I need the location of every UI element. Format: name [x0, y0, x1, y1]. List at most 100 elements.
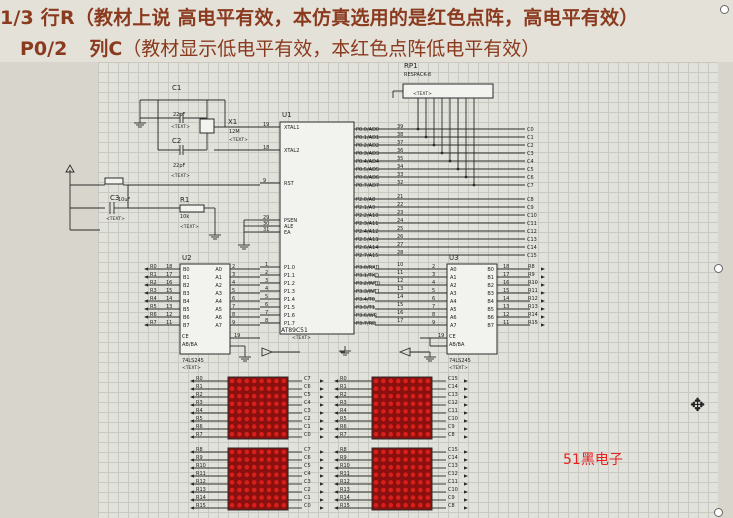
- matrix-col-label: C7: [304, 376, 311, 382]
- u3-pin-name: B5: [487, 307, 494, 313]
- resize-handle-bottom[interactable]: [714, 508, 723, 517]
- u2-pin-name: B6: [183, 315, 190, 321]
- resize-handle-right[interactable]: [714, 264, 723, 273]
- u2-pin-name: B3: [183, 291, 190, 297]
- net-label-p0: C3: [527, 151, 534, 157]
- mcu-u1: [279, 121, 355, 335]
- net-terminal: [334, 482, 338, 486]
- led-dot: [229, 431, 235, 437]
- led-dot: [237, 424, 242, 429]
- c3-text: <TEXT>: [106, 216, 125, 222]
- led-dot: [418, 409, 423, 414]
- net-label-u2: R3: [150, 288, 157, 294]
- net-terminal: [144, 323, 148, 327]
- net-label-p2: C15: [527, 253, 537, 259]
- led-dot: [274, 480, 279, 485]
- led-dot: [403, 378, 408, 384]
- led-dot: [274, 378, 279, 384]
- led-dot: [395, 480, 401, 485]
- led-dot: [229, 378, 235, 384]
- led-dot: [251, 487, 257, 493]
- u3-pin-name: B4: [487, 299, 494, 305]
- led-dot: [410, 393, 416, 399]
- led-dot: [266, 457, 272, 462]
- led-dot: [403, 457, 408, 462]
- net-terminal: [541, 315, 545, 319]
- net-terminal: [464, 379, 468, 383]
- net-terminal: [320, 419, 324, 423]
- net-terminal: [464, 458, 468, 462]
- led-dot: [274, 449, 279, 455]
- c1-text: <TEXT>: [171, 124, 190, 130]
- led-dot: [281, 416, 287, 422]
- led-dot: [237, 502, 242, 508]
- u1-pin-num: 28: [397, 250, 403, 256]
- u1-pin-name: P3.5/T1: [356, 305, 375, 311]
- u3-pin-name: A2: [450, 283, 457, 289]
- led-dot: [373, 502, 379, 508]
- u1-pin-num: 33: [397, 172, 403, 178]
- led-dot: [381, 401, 386, 407]
- matrix-row-label: R4: [196, 408, 203, 414]
- u2-pin-num: 15: [166, 288, 172, 294]
- u3-text: <TEXT>: [449, 365, 468, 371]
- led-dot: [403, 416, 408, 422]
- u3-pin-name: B7: [487, 323, 494, 329]
- crystal-x1: [199, 118, 215, 134]
- led-dot: [395, 457, 401, 462]
- led-dot: [425, 480, 431, 485]
- u1-pin-name: P3.3/INT1: [356, 289, 380, 295]
- matrix-row-label: R0: [196, 376, 203, 382]
- led-dot: [410, 401, 416, 407]
- net-terminal: [190, 435, 194, 439]
- led-dot: [244, 487, 250, 493]
- u1-pin-name: P3.0/RXD: [356, 265, 380, 271]
- net-label-u2: R5: [150, 304, 157, 310]
- led-dot: [395, 487, 401, 493]
- u2-ref: U2: [182, 254, 192, 262]
- led-dot: [251, 480, 257, 485]
- u1-ref: U1: [282, 111, 292, 119]
- u3-abba: AB/BA: [449, 342, 465, 348]
- matrix-row-label: R13: [340, 487, 350, 493]
- u1-pin-name: P0.5/AD5: [356, 167, 379, 173]
- net-label-u3: R12: [528, 296, 538, 302]
- net-label-u3: R9: [528, 272, 535, 278]
- led-dot: [410, 416, 416, 422]
- led-dot: [410, 495, 416, 500]
- u3-pin-num: 13: [503, 304, 509, 310]
- net-terminal: [320, 458, 324, 462]
- net-terminal: [320, 474, 324, 478]
- rp1-ref: RP1: [404, 62, 418, 70]
- r1-ref: R1: [180, 196, 189, 204]
- resize-handle-top[interactable]: [720, 5, 729, 14]
- net-terminal: [334, 411, 338, 415]
- u1-pin-name: P2.6/A14: [356, 245, 378, 251]
- c3-value: 10uF: [118, 197, 131, 203]
- matrix-col-label: C3: [304, 408, 311, 414]
- net-terminal: [334, 458, 338, 462]
- u1-pin-num: 24: [397, 218, 403, 224]
- matrix-col-label: C1: [304, 495, 311, 501]
- matrix-col-label: C14: [448, 455, 458, 461]
- vcc-arrow: [65, 164, 75, 173]
- move-cursor-icon: ✥: [690, 395, 706, 416]
- matrix-row-label: R1: [340, 384, 347, 390]
- led-dot: [229, 449, 235, 455]
- led-dot: [395, 416, 401, 422]
- led-dot: [229, 416, 235, 422]
- net-terminal: [320, 490, 324, 494]
- net-label-p0: C5: [527, 167, 534, 173]
- led-dot: [381, 480, 386, 485]
- led-dot: [281, 378, 287, 384]
- led-dot: [388, 480, 394, 485]
- net-terminal: [190, 379, 194, 383]
- led-dot: [418, 457, 423, 462]
- led-dot: [259, 464, 264, 470]
- led-dot: [229, 393, 235, 399]
- u2-pin-num: 14: [166, 296, 172, 302]
- net-terminal: [190, 466, 194, 470]
- u3-pin-num: 3: [432, 272, 435, 278]
- net-terminal: [320, 506, 324, 510]
- u2-pin-name: B1: [183, 275, 190, 281]
